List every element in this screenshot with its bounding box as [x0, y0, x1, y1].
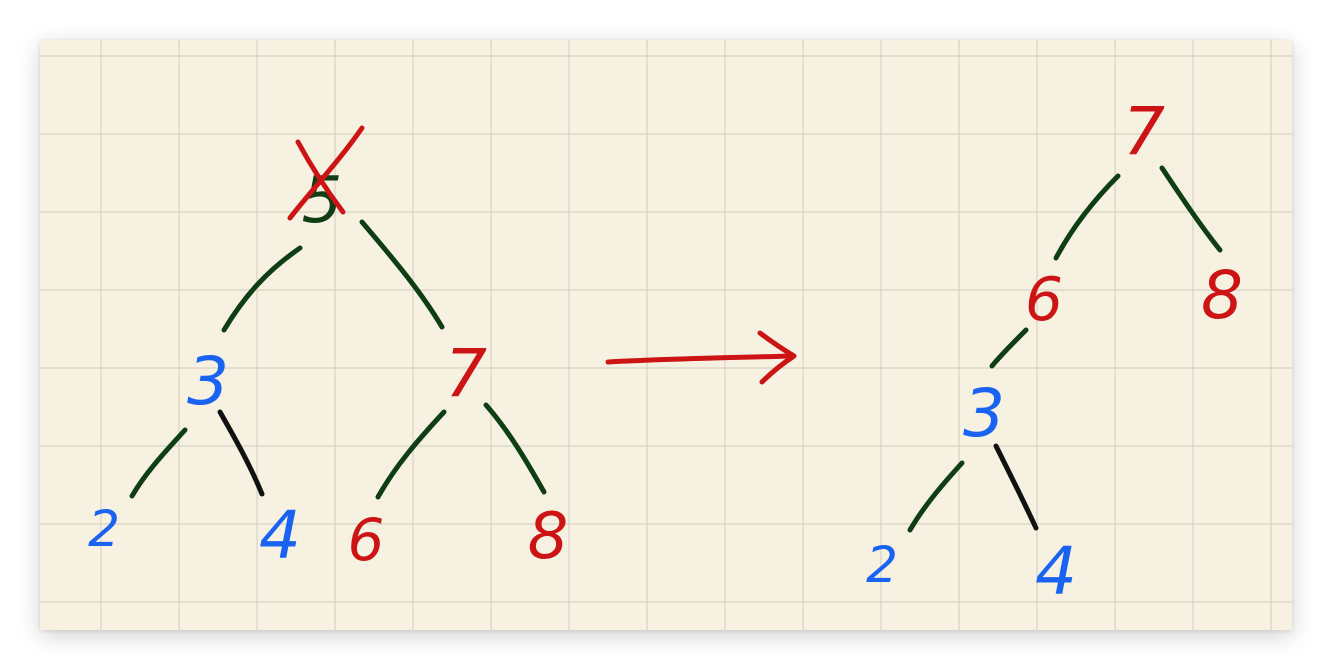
node-label: 7 [445, 335, 487, 412]
edge-6-to-3 [989, 327, 1029, 369]
before-tree: 5 3 7 2 4 6 8 [88, 125, 569, 574]
node-label: 8 [1201, 257, 1243, 334]
node-label: 2 [866, 536, 898, 594]
node-label: 6 [348, 506, 385, 574]
edge-5-to-7 [359, 219, 445, 330]
diagram-canvas: 5 3 7 2 4 6 8 7 6 [40, 40, 1292, 630]
edge-3-to-2 [907, 460, 965, 533]
node-label: 3 [963, 375, 1005, 452]
node-label: 2 [88, 500, 120, 558]
node-label: 4 [259, 497, 301, 574]
node-label: 3 [187, 343, 229, 420]
edge-7-to-8 [483, 402, 547, 495]
edge-3-to-4 [993, 443, 1039, 531]
edge-3-to-2 [129, 427, 188, 499]
node-label: 8 [528, 500, 569, 574]
node-label: 4 [1035, 533, 1077, 610]
after-tree: 7 6 8 3 2 4 [866, 93, 1243, 610]
edge-7-to-8 [1159, 165, 1223, 253]
edge-5-to-3 [221, 245, 303, 333]
grid-paper: 5 3 7 2 4 6 8 7 6 [40, 40, 1292, 630]
node-label: 7 [1123, 93, 1165, 170]
edge-7-to-6 [375, 409, 447, 500]
right-arrow-icon [605, 330, 797, 385]
delete-cross-icon [287, 125, 365, 221]
node-label: 6 [1025, 265, 1063, 335]
grid-lines [40, 40, 1292, 630]
edge-3-to-4 [217, 409, 265, 497]
edge-7-to-6 [1053, 173, 1121, 261]
